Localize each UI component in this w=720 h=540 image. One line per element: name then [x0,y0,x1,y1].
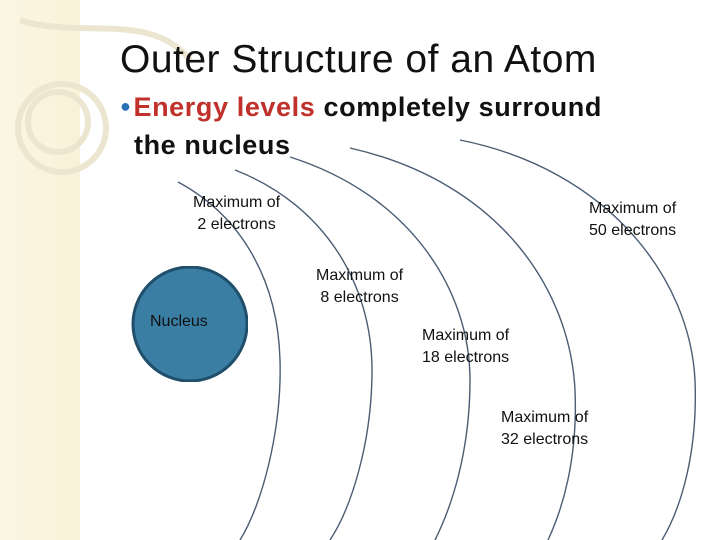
shell-label-1: Maximum of 2 electrons [193,194,281,233]
bullet-line-1: ●Energy levels completely surround [120,92,602,123]
shell-label-3: Maximum of 18 electrons [422,327,510,366]
bullet-highlight: Energy levels [133,92,316,122]
nucleus-label: Nucleus [150,313,208,330]
shell-label-4: Maximum of 32 electrons [501,409,589,448]
decorative-swirl [15,17,193,175]
energy-level-arc-1 [177,181,281,540]
energy-level-arc-3 [289,156,471,540]
energy-level-arc-2 [234,169,373,540]
nucleus [131,266,248,382]
bullet-dot-icon: ● [120,96,132,116]
energy-level-arc-5 [459,139,697,540]
shell-label-5: Maximum of 50 electrons [589,200,677,239]
bullet-text: completely surround [315,92,602,122]
slide-title: Outer Structure of an Atom [120,38,597,81]
bullet-line-2: the nucleus [134,130,291,160]
energy-level-arc-4 [349,147,577,540]
shell-label-2: Maximum of 8 electrons [316,267,404,306]
